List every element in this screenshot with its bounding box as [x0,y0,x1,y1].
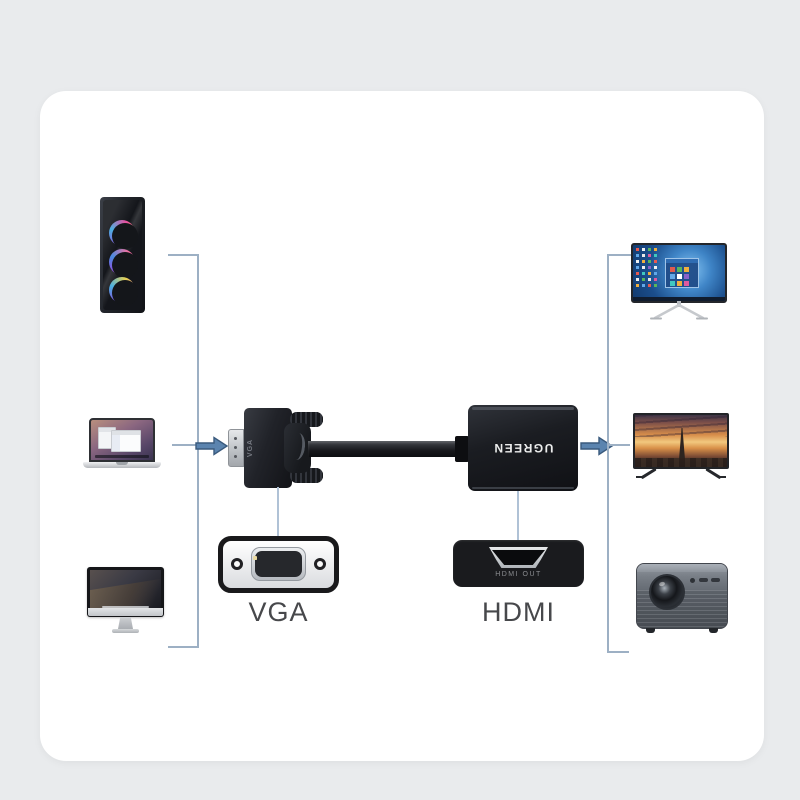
macbook-laptop-icon [83,418,161,468]
projector-lens [649,574,685,610]
projector-icon [636,563,728,636]
tv-foot [636,476,644,478]
imac-dune [90,576,161,608]
vga-callout-line [277,487,279,537]
hdmi-port-closeup: HDMI OUT [453,540,584,587]
projector-top-strip [637,564,727,572]
vga-port-closeup [218,536,339,593]
projector-foot [709,628,718,633]
laptop-window [111,430,141,452]
gaming-pc-tower-icon [100,197,145,313]
dsub-connector-icon [251,547,306,581]
desktop-monitor-icon [630,243,728,321]
screw-hole-icon [231,558,243,570]
pc-tower-body [100,197,145,313]
projector-indicator [690,578,695,583]
screw-hole-icon [314,558,326,570]
projector-foot [646,628,655,633]
right-bracket-line [607,254,609,653]
cable-collar [455,436,469,462]
vga-connector-label: VGA [247,438,254,458]
brand-logo: UGREEN [492,441,554,455]
projector-body [636,563,728,629]
eiffel-tower-silhouette [679,428,685,458]
tv-sky-clouds [635,415,727,437]
dsub-pins [253,551,302,577]
right-arrow-icon [580,435,614,457]
cable-strain-relief [284,423,311,473]
smart-tv-icon [633,413,729,483]
imac-desktop-icon [87,567,164,635]
right-arrow-icon [195,435,229,457]
laptop-screen [89,418,155,462]
imac-chin [88,608,163,616]
laptop-dock [95,455,149,458]
left-bracket-bottom-stub [168,646,199,648]
projector-button [711,578,720,582]
imac-wallpaper [90,570,161,608]
left-bracket-line [197,254,199,648]
desktop-icons-grid [636,248,639,251]
monitor-window [665,258,699,288]
adapter-cable [308,441,468,457]
monitor-taskbar [633,297,725,301]
tv-foot [718,476,726,478]
rgb-fan-icon [109,220,138,249]
hdmi-callout-line [517,491,519,541]
imac-dock [102,606,149,608]
right-bracket-bottom-stub [607,651,629,653]
rgb-fan-icon [109,249,138,278]
adapter-body: UGREEN [468,405,578,491]
vga-metal-flange [228,429,244,467]
monitor-screen [631,243,727,303]
right-bracket-middle-stub [609,444,630,446]
monitor-stand [649,301,709,321]
hdmi-label: HDMI [482,597,555,627]
imac-screen [87,567,164,617]
imac-base [112,629,139,633]
left-arrow-tail-line [172,444,198,446]
laptop-base [83,462,161,468]
hdmi-port-inner [492,550,545,565]
left-bracket-top-stub [168,254,199,256]
projector-button [699,578,708,582]
tv-city-skyline [635,458,727,467]
tv-screen [633,413,729,469]
hdmi-out-text: HDMI OUT [495,571,542,578]
vga-label: VGA [248,597,309,627]
rgb-fan-icon [109,277,138,306]
right-bracket-top-stub [607,254,632,256]
imac-stand [118,617,133,629]
